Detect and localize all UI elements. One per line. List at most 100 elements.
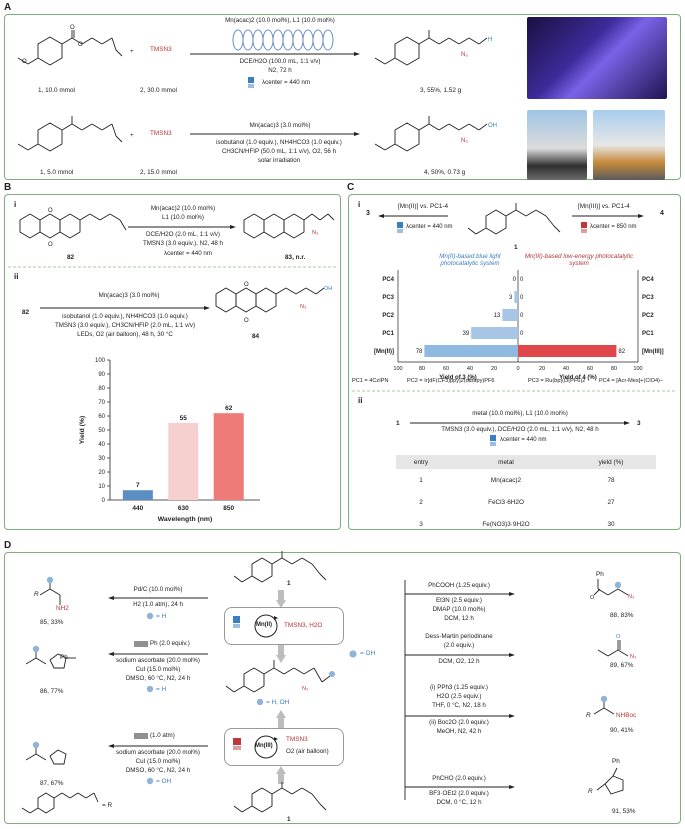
table-header-row: entry metal yield (%)	[396, 455, 656, 469]
right-row-label: [Mn(III)]	[642, 349, 664, 355]
photo-flow-reactor	[527, 17, 667, 99]
svg-text:O: O	[48, 208, 53, 214]
svg-text:H: H	[488, 37, 492, 43]
right-row-label: PC3	[642, 295, 654, 301]
left-row-label: PC4	[382, 277, 394, 283]
c-i-left-light: λcenter = 440 nm	[406, 224, 453, 230]
b-divider	[8, 266, 338, 268]
r87-cond-0: (1.0 atm)	[150, 732, 175, 739]
d-center-product-structure: N₃	[225, 660, 335, 693]
mn2-label: Mn(II)	[256, 622, 272, 628]
a2-left-label: 1, 5.0 mmol	[40, 169, 74, 176]
a2-reagent: TMSN3	[150, 130, 172, 137]
d-bottom-sm-label: 1	[287, 816, 291, 823]
right-value-label: 0	[520, 277, 524, 283]
r91-cond-2: BF3·OEt2 (2.0 equiv.)	[429, 790, 489, 797]
table-cell-yield: 27	[607, 498, 615, 506]
c-sub-i: i	[358, 200, 361, 209]
left-value-label: 78	[416, 349, 423, 355]
r86-cond-3: DMSO, 60 °C, N2, 24 h	[125, 675, 191, 682]
left-row-label: PC3	[382, 295, 394, 301]
r91-cond-1: PhCHO (2.0 equiv.)	[432, 775, 486, 782]
svg-text:O: O	[70, 25, 75, 31]
a1-left-label: 1, 10.0 mmol	[38, 87, 75, 94]
blue-led-icon	[248, 77, 254, 88]
a1-arrow	[190, 52, 360, 56]
product-3-structure: N₃ H	[374, 30, 492, 66]
b-i-reagents: TMSN3 (3.0 equiv.), N2, 48 h	[142, 240, 223, 247]
a1-plus: +	[130, 48, 134, 55]
b-i-product-label: 83, n.r.	[285, 254, 306, 261]
a1-reagent-amount: 2, 30.0 mmol	[140, 87, 177, 94]
table-cell-entry: 3	[419, 520, 423, 528]
flow-coil-reactor-icon	[232, 29, 334, 51]
d-arrow-to-89	[405, 653, 515, 657]
anthraquinone-82-structure: O O	[19, 208, 127, 248]
x-tick-label-left: 80	[419, 366, 425, 372]
right-value-label: 82	[618, 349, 625, 355]
svg-text:N₃: N₃	[300, 304, 306, 310]
photo-flask-before	[527, 110, 587, 180]
mn2-catalytic-box	[224, 607, 344, 645]
b-i-arrow	[128, 225, 236, 229]
x-tick-label-left: 20	[491, 366, 497, 372]
table-row: 2 FeCl3·6H2O 27	[396, 491, 656, 513]
d-down-arrow-2	[276, 645, 286, 663]
bar-value-label: 55	[180, 415, 188, 422]
panel-label-d: D	[4, 540, 12, 551]
left-bar-PC1	[471, 327, 518, 339]
c-red-system-title: Mn(III)-based low-energy photocatalytic …	[524, 253, 634, 267]
c-i-right-arrow	[572, 214, 644, 218]
a2-cond-2: CH3CN/HFIP (50.0 mL, 1:1 v/v), O2, 56 h	[221, 148, 337, 155]
d-right-legend: = OH	[360, 650, 376, 657]
svg-text:N₃: N₃	[461, 52, 468, 58]
anthraquinone-84-structure: O O N₃ OH	[215, 282, 332, 324]
r-definition: = R	[102, 802, 113, 809]
r88-cond-1: PhCOOH (1.25 equiv.)	[428, 582, 490, 589]
blue-led-icon-d	[233, 616, 240, 628]
anthraquinone-83-structure: N₃	[243, 213, 335, 239]
x-axis-title-right: Yield of 4 (%)	[559, 375, 596, 381]
svg-text:O: O	[22, 59, 27, 65]
x-tick-label: 440	[132, 505, 143, 512]
b-ii-cond-2: TMSN3 (3.0 equiv.), CH3CN/HFIP (2.0 mL, …	[54, 322, 196, 329]
table-header-yield: yield (%)	[598, 458, 624, 466]
c-i-left-arrow	[378, 214, 448, 218]
d-down-arrow	[276, 590, 286, 608]
r85-cond-1: Pd/C (10.0 mol%)	[133, 586, 183, 593]
mn2-reagents: TMSN3, H2O	[284, 622, 323, 629]
r90-nhboc: NHBoc	[616, 712, 637, 719]
d-arrow-to-88	[405, 592, 515, 596]
r87-legend-dot	[146, 777, 154, 785]
c-sub-ii: ii	[358, 396, 363, 405]
panel-a-frame	[4, 14, 681, 180]
table-header-entry: entry	[413, 458, 429, 466]
svg-text:N₃: N₃	[312, 230, 318, 236]
b-i-light: λcenter = 440 nm	[164, 250, 212, 257]
product-87-structure	[25, 741, 67, 765]
x-tick-label-left: 40	[467, 366, 473, 372]
svg-text:O: O	[244, 318, 249, 324]
x-axis-title: Wavelength (nm)	[158, 516, 213, 523]
left-bar-PC2	[502, 309, 518, 321]
wavelength-yield-bar-chart: 010203040506070809010074405563062850Wave…	[79, 358, 260, 523]
x-tick-label-left: 0	[516, 366, 519, 372]
d-center-legend-dot	[256, 698, 264, 706]
a1-solvent: DCE/H2O (100.0 mL, 1:1 v/v)	[239, 58, 321, 65]
svg-text:N₃: N₃	[302, 686, 308, 692]
product-90-structure	[593, 695, 615, 715]
r90-cond-4: (ii) Boc2O (2.0 equiv.)	[429, 719, 489, 726]
right-row-label: PC1	[642, 331, 654, 337]
substrate-1-structure-a1: O O O	[17, 25, 123, 66]
y-tick-label: 20	[98, 470, 105, 476]
panel-label-b: B	[4, 182, 12, 193]
r86-label: 86, 77%	[40, 688, 64, 695]
r85-R: R	[34, 591, 39, 598]
x-tick-label-right: 40	[563, 366, 569, 372]
acetylene-triple-bond-icon	[134, 733, 148, 739]
blue-led-icon-c	[397, 222, 403, 233]
table-cell-yield: 78	[607, 476, 615, 484]
r85-nh2: NH2	[56, 605, 69, 612]
c-divider	[352, 390, 677, 392]
panel-c-frame	[348, 194, 681, 530]
